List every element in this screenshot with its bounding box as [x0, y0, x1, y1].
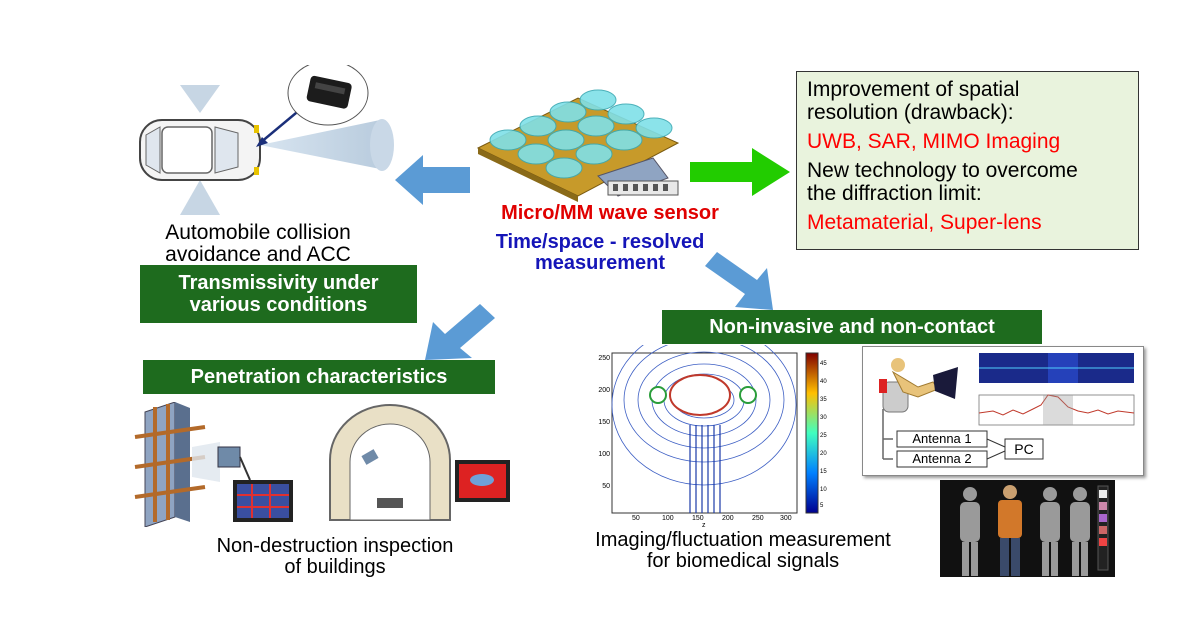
- ytick: 250: [598, 355, 610, 362]
- penetration-label: Penetration characteristics: [143, 360, 495, 394]
- building-wall-illustration: [134, 402, 293, 527]
- info-line4: the diffraction limit:: [807, 182, 982, 206]
- antenna-1-label: Antenna 1: [912, 431, 972, 446]
- ytick: 150: [598, 419, 610, 426]
- car-illustration: [139, 65, 394, 215]
- ytick: 50: [602, 483, 610, 490]
- cbar-tick: 20: [820, 451, 827, 457]
- cbar-tick: 35: [820, 397, 827, 403]
- sensor-subtitle-line2: measurement: [534, 252, 666, 274]
- info-line2: resolution (drawback):: [807, 101, 1014, 125]
- contour-plot: 250 200 150 100 50 50 100 150 200 250 30…: [590, 345, 840, 530]
- bio-caption: Imaging/fluctuation measurement for biom…: [553, 530, 933, 572]
- transmissivity-line1: Transmissivity under: [178, 272, 379, 294]
- arrow-down-left: [425, 304, 495, 360]
- plot-xlabel: z: [702, 522, 706, 529]
- driver-monitoring-panel: Antenna 1 Antenna 2 PC: [862, 346, 1144, 476]
- sensor-subtitle-line1: Time/space - resolved: [495, 231, 705, 253]
- info-line1: Improvement of spatial: [807, 78, 1020, 101]
- building-caption-line1: Non-destruction inspection: [216, 535, 454, 557]
- xtick: 300: [780, 515, 792, 522]
- cbar-tick: 5: [820, 503, 824, 509]
- arrow-left: [395, 155, 470, 205]
- tunnel-illustration: [329, 404, 510, 521]
- colorbar: [805, 352, 819, 514]
- arrow-right-green: [690, 148, 790, 196]
- car-caption: Automobile collision avoidance and ACC: [128, 221, 388, 267]
- info-red2: Metamaterial, Super-lens: [807, 211, 1042, 235]
- sensor-title: Micro/MM wave sensor: [501, 202, 719, 224]
- xtick: 150: [692, 515, 704, 522]
- cbar-tick: 45: [820, 361, 827, 367]
- xtick: 200: [722, 515, 734, 522]
- building-caption-line2: of buildings: [284, 556, 386, 578]
- xtick: 50: [632, 515, 640, 522]
- sensor-array-illustration: [476, 89, 680, 202]
- sensor-subtitle: Time/space - resolved measurement: [455, 232, 745, 274]
- cbar-tick: 10: [820, 487, 827, 493]
- info-red1: UWB, SAR, MIMO Imaging: [807, 130, 1061, 154]
- car-caption-line1: Automobile collision: [165, 221, 351, 244]
- info-line3: New technology to overcome: [807, 159, 1078, 183]
- cbar-tick: 40: [820, 379, 827, 385]
- cbar-tick: 30: [820, 415, 827, 421]
- ytick: 100: [598, 451, 610, 458]
- front-radar-beam: [260, 120, 385, 170]
- colorbar-ticks: 45 40 35 30 25 20 15 10 5: [820, 353, 838, 513]
- ytick: 200: [598, 387, 610, 394]
- noninvasive-label: Non-invasive and non-contact: [662, 310, 1042, 344]
- xtick: 250: [752, 515, 764, 522]
- bottom-radar-beam: [180, 180, 220, 215]
- xtick: 100: [662, 515, 674, 522]
- bio-caption-line2: for biomedical signals: [646, 550, 840, 572]
- antenna-2-label: Antenna 2: [912, 451, 972, 466]
- plot-xticks: 50 100 150 200 250 300: [612, 515, 797, 525]
- building-caption: Non-destruction inspection of buildings: [170, 536, 500, 578]
- top-radar-beam: [180, 85, 220, 113]
- car-caption-line2: avoidance and ACC: [165, 243, 351, 267]
- bio-caption-line1: Imaging/fluctuation measurement: [595, 529, 891, 551]
- cbar-tick: 25: [820, 433, 827, 439]
- body-scan-image: [940, 480, 1115, 577]
- transmissivity-label: Transmissivity under various conditions: [140, 265, 417, 323]
- cbar-tick: 15: [820, 469, 827, 475]
- arrow-down-right: [705, 252, 773, 310]
- transmissivity-line2: various conditions: [189, 294, 368, 316]
- pc-label: PC: [1014, 441, 1034, 457]
